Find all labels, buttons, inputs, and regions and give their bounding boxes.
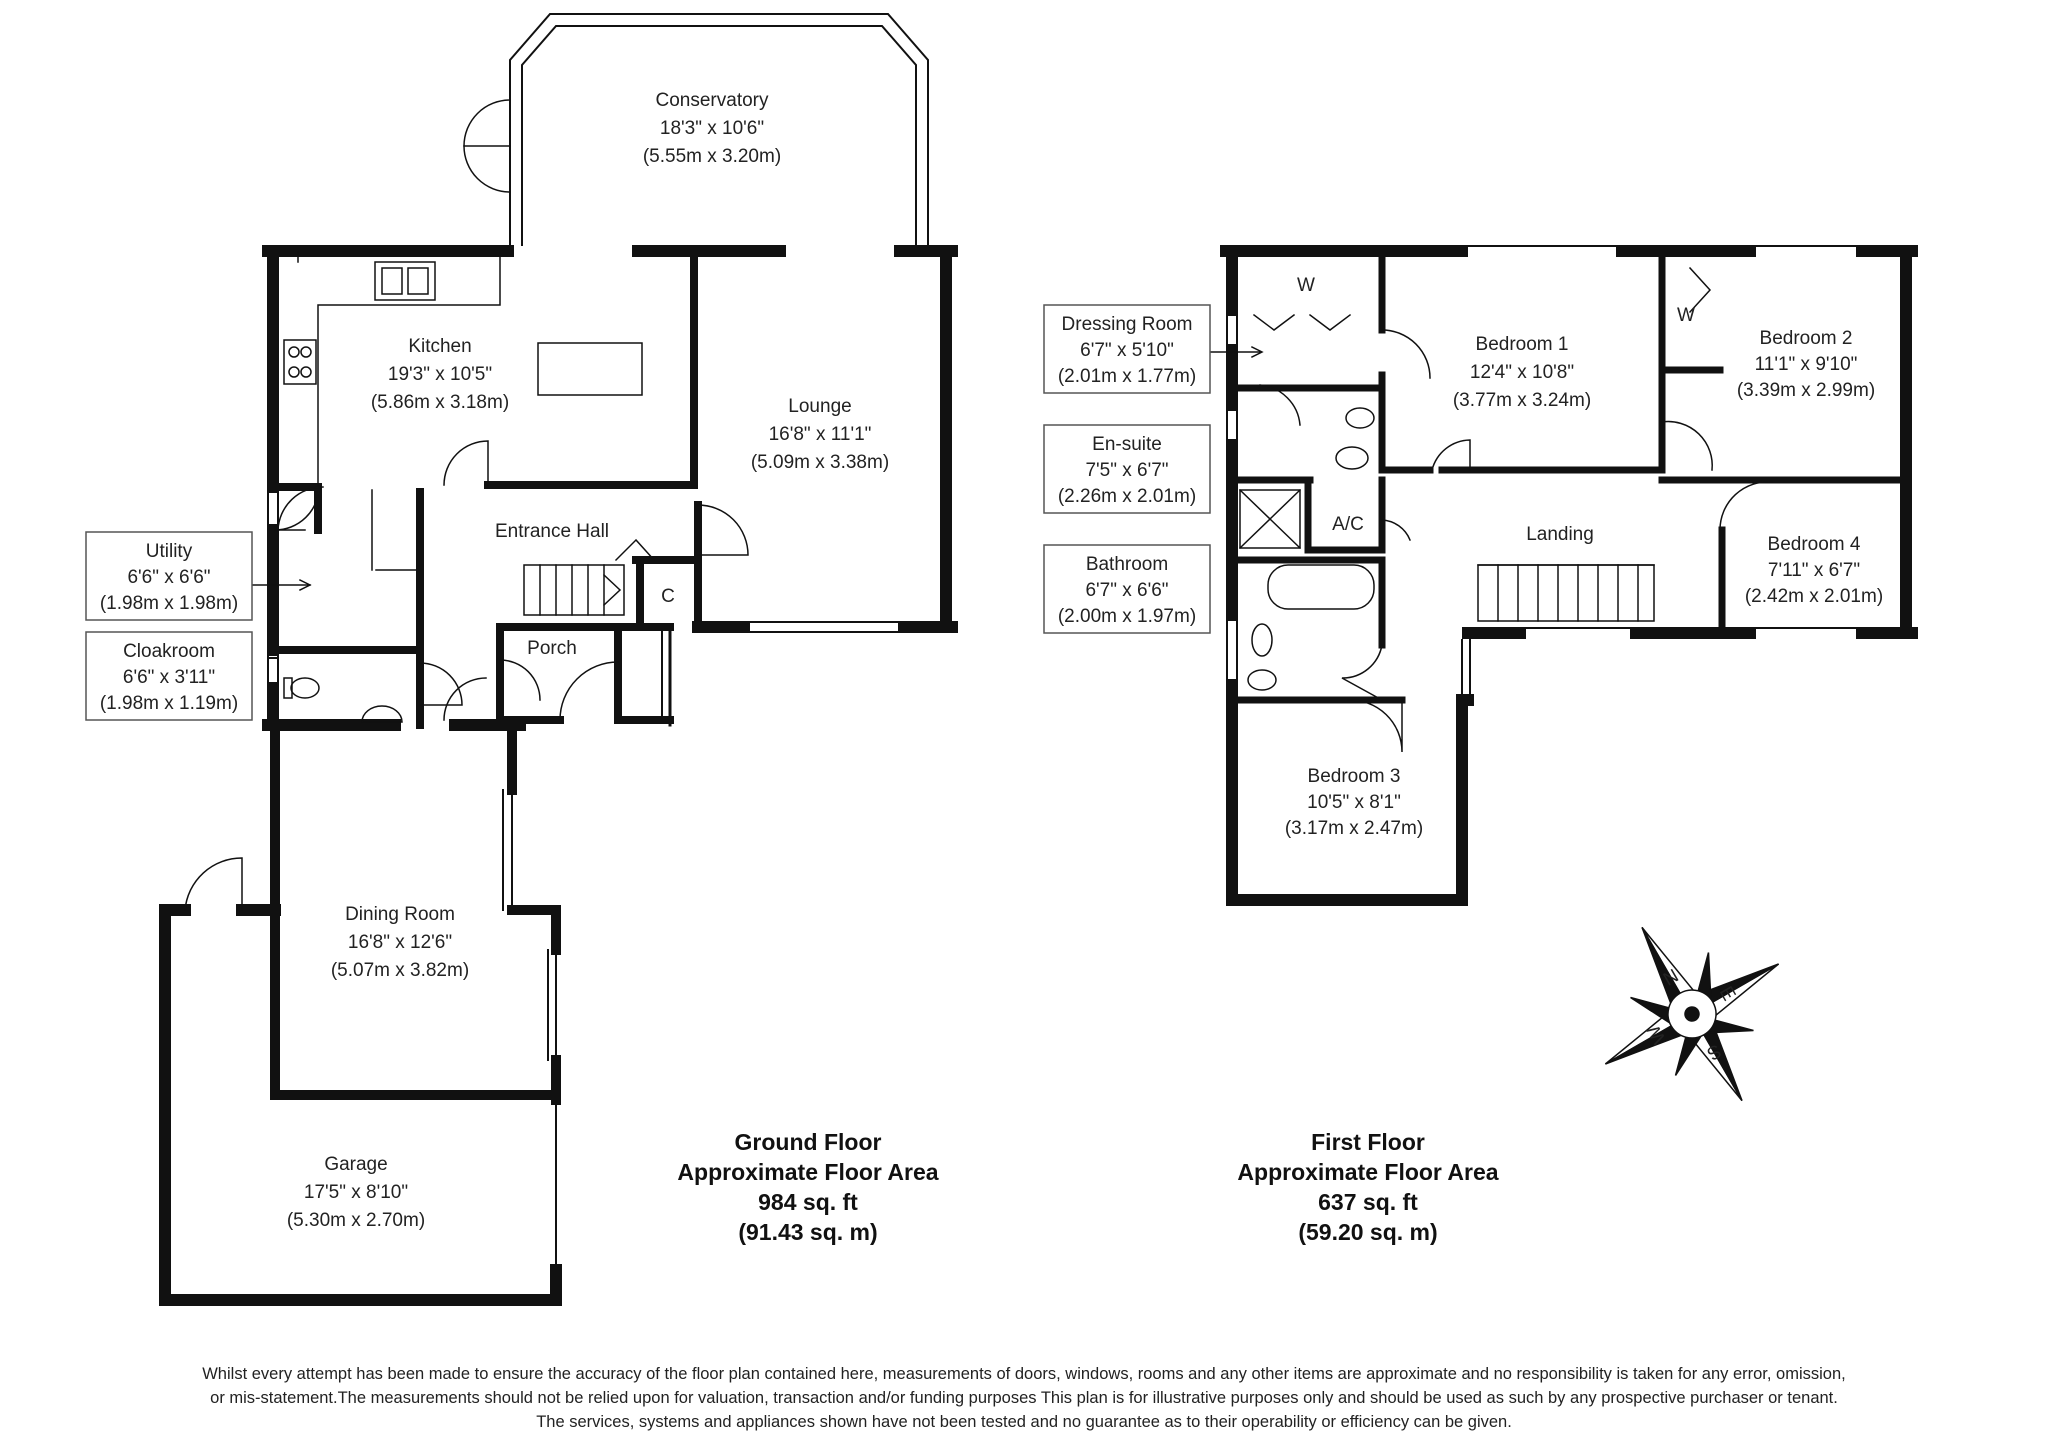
porch-name: Porch — [527, 638, 577, 659]
kitchen-imperial: 19'3" x 10'5" — [388, 364, 492, 385]
bathroom-name: Bathroom — [1086, 554, 1168, 575]
bedroom4-metric: (2.42m x 2.01m) — [1745, 586, 1883, 607]
lounge-name: Lounge — [788, 396, 851, 417]
ground-floor-plan — [159, 13, 958, 1306]
ground-interior-walls — [271, 251, 702, 729]
conservatory-metric: (5.55m x 3.20m) — [643, 146, 781, 167]
dining-room-imperial: 16'8" x 12'6" — [348, 932, 452, 953]
first-area-sqm: (59.20 sq. m) — [1298, 1219, 1437, 1245]
disclaimer-line-2: or mis-statement.The measurements should… — [210, 1389, 1838, 1407]
ground-outer-walls — [262, 245, 958, 731]
porch-walls — [496, 623, 674, 727]
landing-name: Landing — [1526, 524, 1594, 545]
dressing-room-name: Dressing Room — [1062, 314, 1193, 335]
ground-area-subtitle: Approximate Floor Area — [677, 1159, 938, 1185]
garage-walls — [159, 904, 562, 1306]
ensuite-metric: (2.26m x 2.01m) — [1058, 486, 1196, 507]
first-area-sqft: 637 sq. ft — [1318, 1189, 1418, 1215]
first-area-title: First Floor — [1311, 1129, 1425, 1155]
dressing-room-metric: (2.01m x 1.77m) — [1058, 366, 1196, 387]
cloakroom-imperial: 6'6" x 3'11" — [123, 667, 215, 688]
bedroom1-metric: (3.77m x 3.24m) — [1453, 390, 1591, 411]
bedroom1-name: Bedroom 1 — [1476, 334, 1569, 355]
ground-floor-labels: Conservatory 18'3" x 10'6" (5.55m x 3.20… — [100, 90, 939, 1245]
disclaimer: Whilst every attempt has been made to en… — [60, 1362, 1988, 1434]
bedroom4-name: Bedroom 4 — [1768, 534, 1861, 555]
first-fittings — [1167, 266, 1773, 753]
bedroom3-imperial: 10'5" x 8'1" — [1307, 792, 1401, 813]
cloakroom-metric: (1.98m x 1.19m) — [100, 693, 238, 714]
utility-name: Utility — [146, 541, 193, 562]
first-floor-plan — [1167, 245, 1918, 906]
cloakroom-fittings — [249, 578, 403, 723]
conservatory-imperial: 18'3" x 10'6" — [660, 118, 764, 139]
disclaimer-line-3: The services, systems and appliances sho… — [536, 1413, 1512, 1431]
kitchen-name: Kitchen — [408, 336, 471, 357]
kitchen-fittings — [283, 251, 643, 571]
kitchen-metric: (5.86m x 3.18m) — [371, 392, 509, 413]
bedroom2-name: Bedroom 2 — [1760, 328, 1853, 349]
lounge-metric: (5.09m x 3.38m) — [751, 452, 889, 473]
wardrobe-2-name: W — [1677, 305, 1695, 326]
bedroom2-metric: (3.39m x 2.99m) — [1737, 380, 1875, 401]
first-area-subtitle: Approximate Floor Area — [1237, 1159, 1498, 1185]
ground-door-swings — [274, 440, 749, 721]
label-boxes — [85, 304, 1211, 721]
compass-rose-icon: N E S W — [1604, 926, 1780, 1102]
conservatory-name: Conservatory — [656, 90, 769, 111]
bedroom2-imperial: 11'1" x 9'10" — [1755, 354, 1858, 375]
airing-cupboard-name: A/C — [1332, 514, 1364, 535]
bedroom3-name: Bedroom 3 — [1308, 766, 1401, 787]
lounge-imperial: 16'8" x 11'1" — [769, 424, 872, 445]
utility-metric: (1.98m x 1.98m) — [100, 593, 238, 614]
first-windows — [1226, 245, 1863, 896]
entrance-hall-name: Entrance Hall — [495, 521, 609, 542]
disclaimer-line-1: Whilst every attempt has been made to en… — [202, 1365, 1846, 1383]
ground-stairs — [523, 564, 625, 616]
garage-metric: (5.30m x 2.70m) — [287, 1210, 425, 1231]
conservatory-walls — [463, 13, 929, 246]
ground-area-title: Ground Floor — [735, 1129, 882, 1155]
bathroom-metric: (2.00m x 1.97m) — [1058, 606, 1196, 627]
bathroom-imperial: 6'7" x 6'6" — [1085, 580, 1168, 601]
cupboard-name: C — [661, 586, 675, 607]
garage-name: Garage — [324, 1154, 387, 1175]
ground-area-sqm: (91.43 sq. m) — [738, 1219, 877, 1245]
ground-windows — [267, 245, 905, 689]
garage-door-swing — [184, 857, 243, 911]
bedroom4-imperial: 7'11" x 6'7" — [1768, 560, 1860, 581]
garage-imperial: 17'5" x 8'10" — [304, 1182, 408, 1203]
cloakroom-name: Cloakroom — [123, 641, 215, 662]
first-interior-walls — [1232, 251, 1909, 704]
utility-imperial: 6'6" x 6'6" — [127, 567, 210, 588]
bedroom3-metric: (3.17m x 2.47m) — [1285, 818, 1423, 839]
utility-windows — [267, 486, 324, 531]
bedroom1-imperial: 12'4" x 10'8" — [1470, 362, 1574, 383]
ensuite-name: En-suite — [1092, 434, 1162, 455]
first-outer-walls — [1220, 245, 1918, 906]
dining-room-name: Dining Room — [345, 904, 455, 925]
first-floor-labels: W W Dressing Room 6'7" x 5'10" (2.01m x … — [1058, 275, 1883, 1245]
dressing-room-imperial: 6'7" x 5'10" — [1080, 340, 1174, 361]
dining-room-metric: (5.07m x 3.82m) — [331, 960, 469, 981]
ground-area-sqft: 984 sq. ft — [758, 1189, 858, 1215]
ensuite-imperial: 7'5" x 6'7" — [1085, 460, 1168, 481]
wardrobe-1-name: W — [1297, 275, 1315, 296]
dining-windows — [502, 789, 557, 1061]
